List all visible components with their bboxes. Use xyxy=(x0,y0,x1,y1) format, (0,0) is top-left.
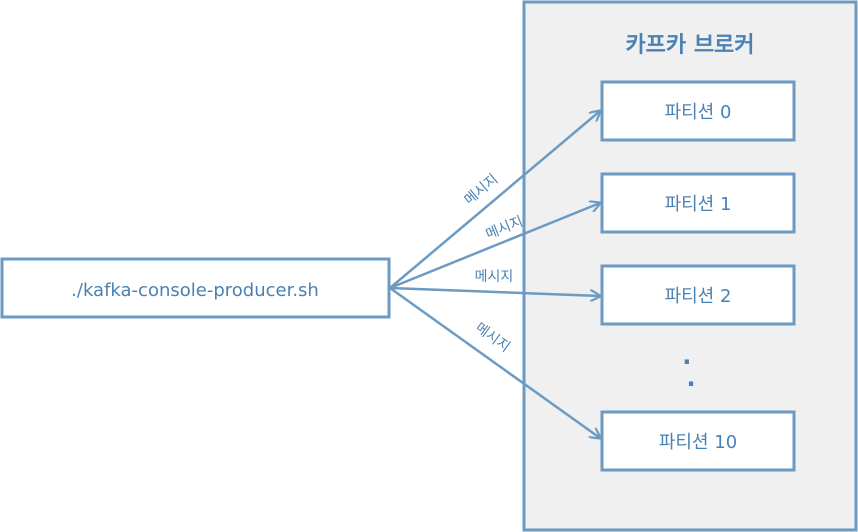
producer-box xyxy=(0,257,391,319)
arrow-label-1: 메시지 xyxy=(484,214,526,243)
arrow-to-partition-0 xyxy=(389,111,600,289)
partition-label-1: 파티션 1 xyxy=(665,194,732,215)
partition-label-10: 파티션 10 xyxy=(659,432,737,453)
broker-title: 카프카 브로커 xyxy=(625,33,754,58)
partition-box-10 xyxy=(600,410,796,472)
partition-box-1 xyxy=(600,172,796,234)
ellipsis-dots: . . xyxy=(682,342,699,392)
partition-box-0 xyxy=(600,80,796,142)
arrow-to-partition-10 xyxy=(389,286,600,438)
arrow-to-partition-1 xyxy=(389,203,600,290)
partition-box-2 xyxy=(600,264,796,326)
partition-label-2: 파티션 2 xyxy=(665,286,732,307)
ellipsis-dot-1: . xyxy=(682,342,691,370)
arrow-label-0: 메시지 xyxy=(461,171,501,208)
ellipsis-dot-2: . xyxy=(686,364,695,392)
arrow-to-partition-2 xyxy=(389,286,600,296)
partition-label-0: 파티션 0 xyxy=(665,102,732,123)
producer-label: ./kafka-console-producer.sh xyxy=(71,280,319,301)
arrow-label-2: 메시지 xyxy=(475,269,514,285)
